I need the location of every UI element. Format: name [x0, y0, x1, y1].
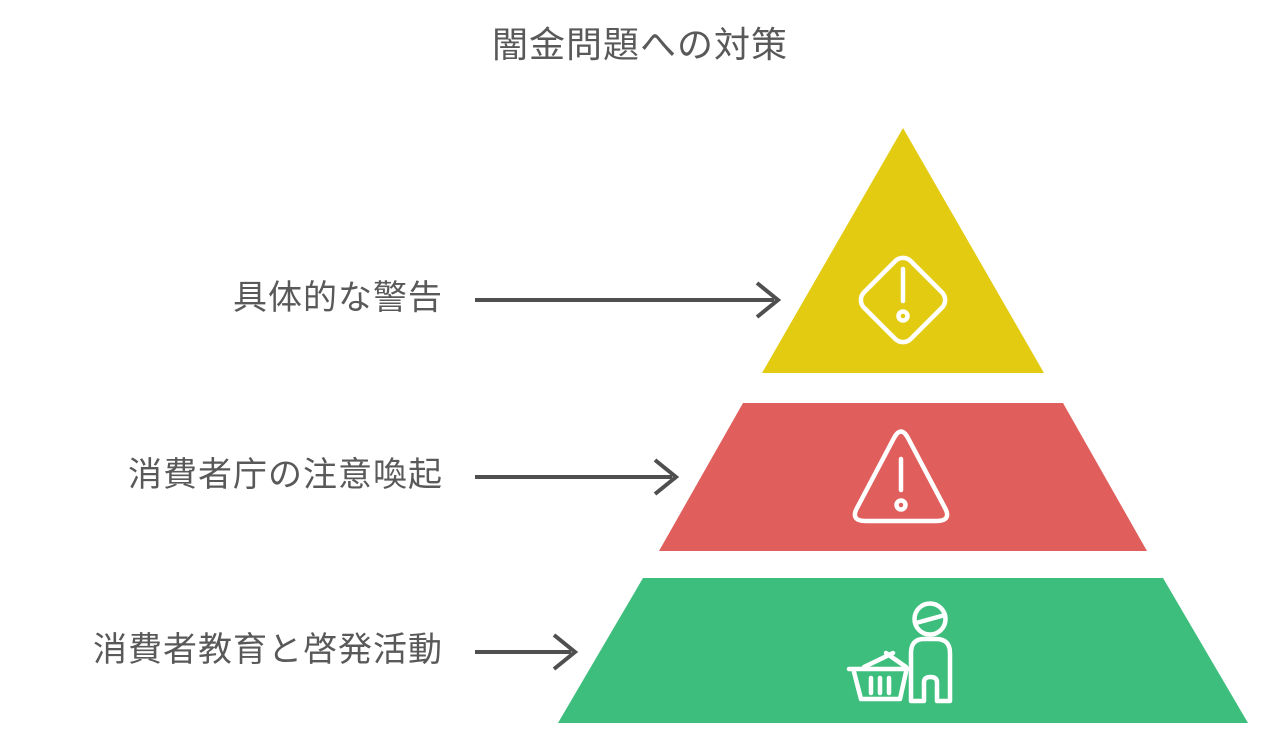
level-label-middle: 消費者庁の注意喚起: [128, 456, 443, 494]
warning-triangle-icon: [852, 429, 950, 524]
pyramid-level-bottom: [558, 578, 1248, 723]
arrow-middle: [475, 458, 680, 496]
alert-diamond-icon: [858, 255, 948, 345]
pyramid-level-top: [762, 128, 1044, 373]
level-label-bottom: 消費者教育と啓発活動: [93, 631, 443, 669]
consumer-shopper-icon: [846, 601, 953, 704]
level-label-top: 具体的な警告: [233, 279, 443, 317]
arrow-top: [475, 281, 782, 319]
arrow-bottom: [475, 633, 579, 671]
diagram-title: 闇金問題への対策: [491, 24, 788, 65]
